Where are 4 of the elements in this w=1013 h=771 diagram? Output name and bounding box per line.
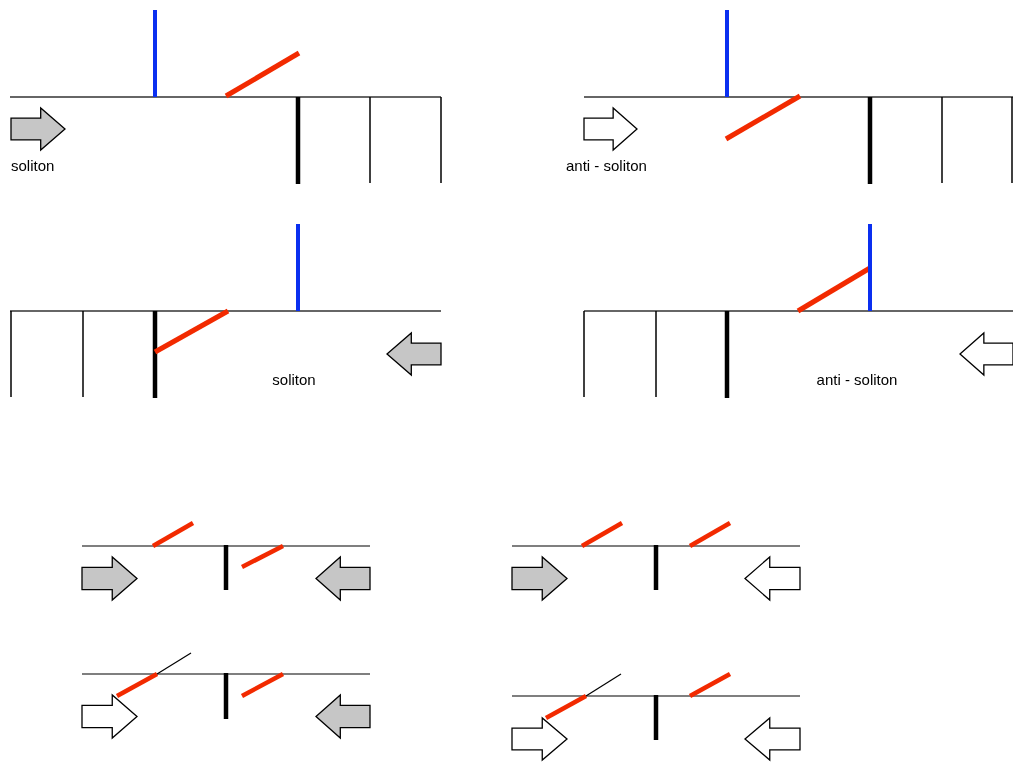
panel-label: soliton bbox=[11, 157, 55, 175]
panel-label: soliton bbox=[272, 371, 316, 389]
panel-label: anti - soliton bbox=[566, 157, 647, 175]
panel-label: anti - soliton bbox=[816, 371, 898, 389]
